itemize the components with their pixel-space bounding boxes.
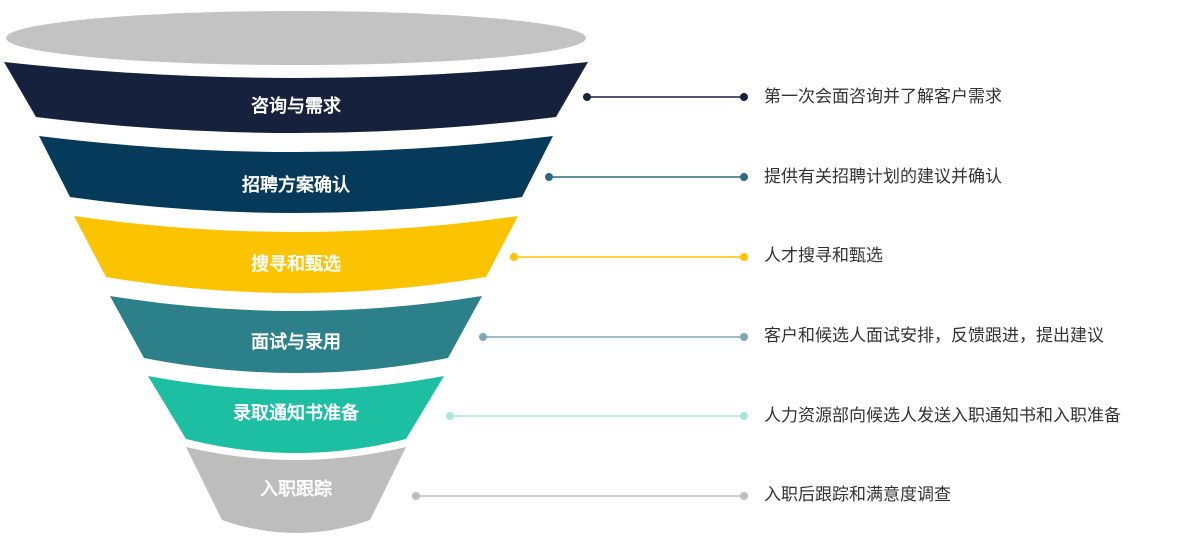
funnel-stage-3 (74, 216, 518, 293)
connector-dot-start-5 (446, 412, 454, 420)
stage-description-4: 客户和候选人面试安排，反馈跟进，提出建议 (764, 326, 1104, 346)
funnel-stage-label-4: 面试与录用 (251, 331, 341, 353)
connector-dot-end-2 (740, 173, 748, 181)
stage-description-2: 提供有关招聘计划的建议并确认 (764, 167, 1002, 187)
funnel-stage-label-5: 录取通知书准备 (233, 402, 360, 424)
funnel-top-rim (6, 11, 586, 65)
connector-dot-start-3 (510, 253, 518, 261)
connector-dot-start-4 (479, 333, 487, 341)
funnel-stage-label-1: 咨询与需求 (251, 95, 342, 117)
connector-dot-start-2 (545, 173, 553, 181)
connector-dot-end-4 (740, 333, 748, 341)
connector-dot-end-1 (740, 93, 748, 101)
funnel-stage-label-6: 入职跟踪 (260, 478, 332, 500)
connector-dot-end-3 (740, 253, 748, 261)
funnel-stage-6 (186, 447, 406, 533)
stage-description-1: 第一次会面咨询并了解客户需求 (764, 87, 1002, 107)
funnel-stage-1 (4, 62, 588, 133)
funnel-stage-2 (39, 136, 553, 213)
funnel-stage-4 (110, 296, 482, 373)
stage-description-6: 入职后跟踪和满意度调查 (764, 485, 951, 505)
stage-description-5: 人力资源部向候选人发送入职通知书和入职准备 (764, 406, 1121, 426)
connector-dot-end-5 (740, 412, 748, 420)
funnel-stage-label-2: 招聘方案确认 (242, 174, 351, 196)
connector-dot-end-6 (740, 492, 748, 500)
connector-dot-start-6 (412, 492, 420, 500)
funnel-stage-label-3: 搜寻和甄选 (251, 253, 341, 275)
funnel-stage-5 (148, 376, 444, 453)
connector-dot-start-1 (583, 93, 591, 101)
stage-description-3: 人才搜寻和甄选 (764, 246, 883, 266)
